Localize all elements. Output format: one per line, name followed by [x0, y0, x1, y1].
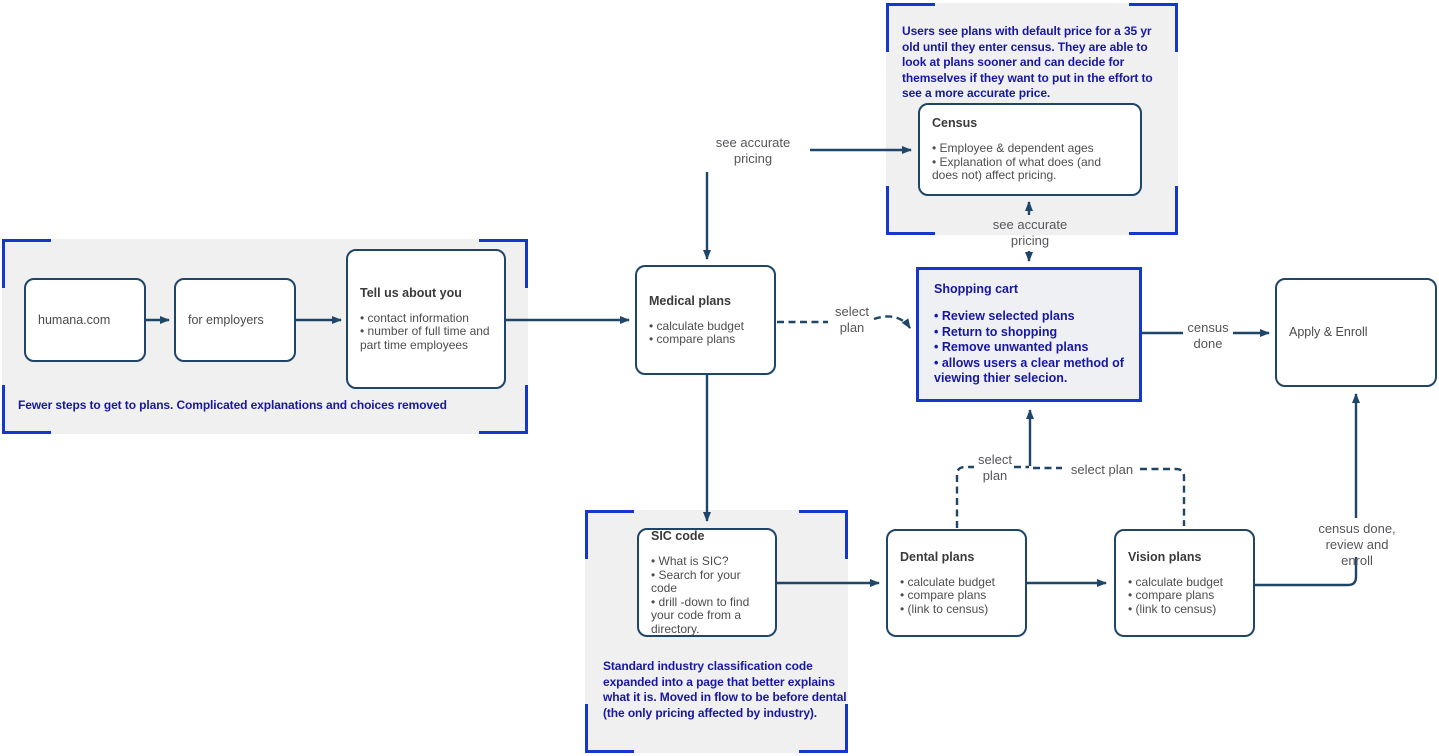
node-title: Medical plans	[649, 293, 731, 308]
node-title: Census	[932, 116, 978, 131]
node-title: Shopping cart	[934, 282, 1019, 296]
node-title: SIC code	[651, 529, 705, 543]
node-title: humana.com	[38, 312, 111, 327]
edge-label-select-plan-vision: select plan	[1070, 462, 1134, 477]
node-title: Tell us about you	[360, 285, 462, 300]
edge-label-select-plan-medical: select plan	[835, 304, 869, 335]
bullet-item: calculate budget	[900, 575, 1013, 590]
bullet-item: allows users a clear method of viewing t…	[934, 356, 1124, 387]
bullet-item: Search for your code	[651, 568, 763, 596]
corner-bracket-icon	[799, 510, 848, 559]
node-title: Vision plans	[1128, 549, 1202, 564]
bullet-item: drill -down to find your code from a dir…	[651, 595, 763, 637]
edge-label-select-plan-dental: select plan	[978, 452, 1012, 483]
bullet-item: calculate budget	[649, 319, 762, 334]
bullet-item: compare plans	[1128, 589, 1241, 603]
group-note-sic: Standard industry classification code ex…	[603, 659, 847, 720]
bullet-item: Return to shopping	[934, 325, 1124, 341]
edge-label-see-accurate-pricing-top: see accurate pricing	[715, 135, 791, 166]
node-medical-plans: Medical plans calculate budget compare p…	[635, 265, 776, 375]
node-for-employers: for employers	[174, 278, 296, 362]
edge-label-see-accurate-pricing-mid: see accurate pricing	[992, 217, 1068, 248]
node-sic-code: SIC code What is SIC? Search for your co…	[637, 528, 777, 637]
edge-label-census-done: census done	[1187, 320, 1229, 351]
node-dental-plans: Dental plans calculate budget compare pl…	[886, 529, 1027, 637]
bullet-item: (link to census)	[1128, 602, 1241, 617]
node-shopping-cart: Shopping cart Review selected plans Retu…	[916, 267, 1142, 402]
node-humana: humana.com	[24, 278, 146, 362]
node-vision-plans: Vision plans calculate budget compare pl…	[1114, 529, 1255, 637]
node-apply-enroll: Apply & Enroll	[1275, 278, 1437, 387]
bullet-item: number of full time and part time employ…	[360, 325, 492, 352]
node-census: Census Employee & dependent ages Explana…	[918, 103, 1142, 196]
bullet-item: Remove unwanted plans	[934, 340, 1124, 356]
corner-bracket-icon	[585, 510, 634, 559]
bullet-item: Explanation of what does (and does not) …	[932, 155, 1128, 183]
bullet-item: contact information	[360, 311, 492, 326]
bullet-item: compare plans	[900, 589, 1013, 603]
group-note-census: Users see plans with default price for a…	[902, 24, 1153, 100]
node-title: Apply & Enroll	[1289, 325, 1368, 339]
node-tell-us-about-you: Tell us about you contact information nu…	[346, 249, 506, 389]
bullet-item: Employee & dependent ages	[932, 142, 1128, 156]
bullet-item: calculate budget	[1128, 575, 1241, 590]
bullet-item: (link to census)	[900, 602, 1013, 617]
bullet-item: What is SIC?	[651, 554, 763, 569]
node-title: for employers	[188, 312, 264, 327]
bullet-item: compare plans	[649, 332, 762, 347]
node-title: Dental plans	[900, 549, 975, 564]
bullet-item: Review selected plans	[934, 309, 1124, 325]
edge-label-census-done-review: census done, review and enroll	[1318, 521, 1396, 568]
group-note-intro: Fewer steps to get to plans. Complicated…	[18, 398, 447, 412]
